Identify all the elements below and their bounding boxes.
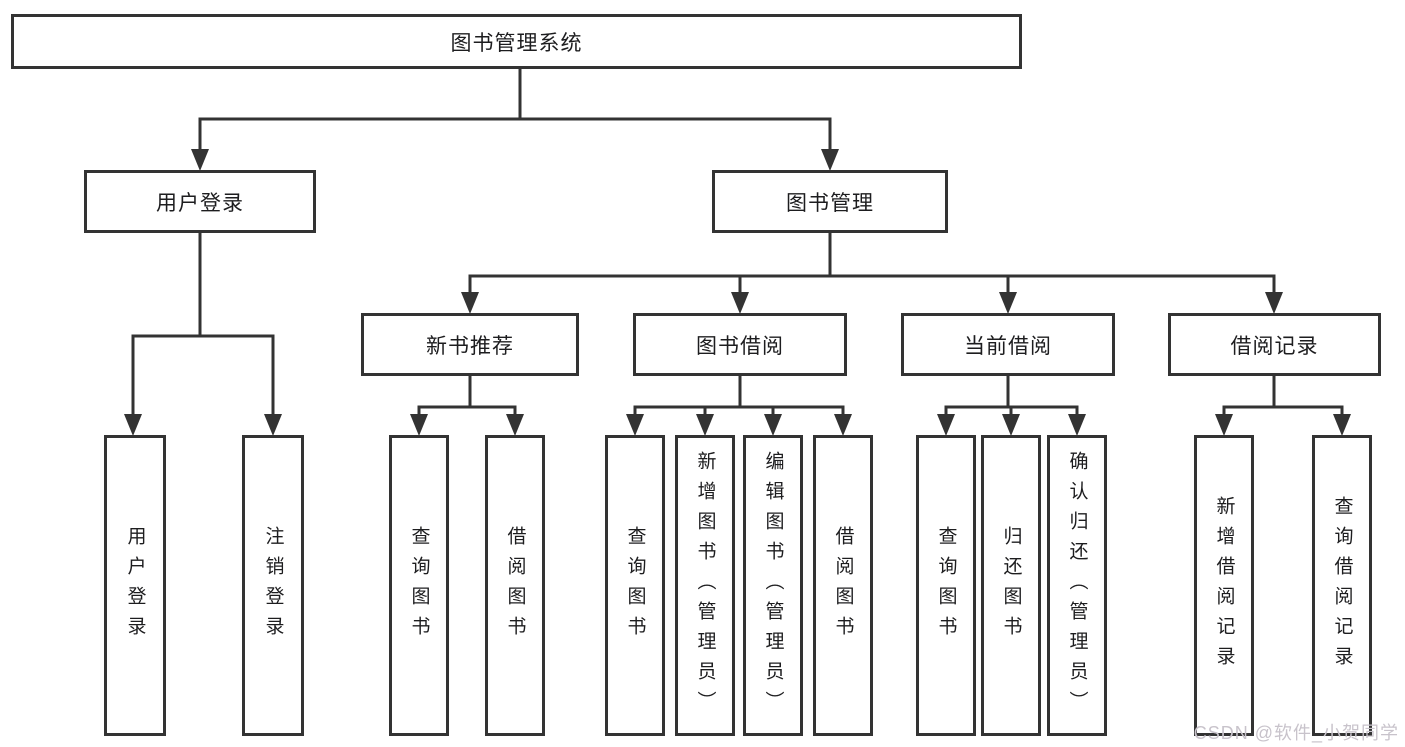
node-user-login: 用户登录 xyxy=(84,170,316,233)
node-new-book-recommend: 新书推荐 xyxy=(361,313,579,376)
node-current-borrow-label: 当前借阅 xyxy=(964,334,1052,358)
arrowheads xyxy=(124,149,1351,436)
leaf-recommend-query-book: 查询图书 xyxy=(389,435,449,736)
leaf-current-query-book-label: 查询图书 xyxy=(935,525,957,646)
leaf-borrow-add-book: 新增图书（管理员） xyxy=(675,435,735,736)
leaf-record-add-label: 新增借阅记录 xyxy=(1213,495,1235,676)
leaf-logout: 注销登录 xyxy=(242,435,304,736)
node-new-book-recommend-label: 新书推荐 xyxy=(426,334,514,358)
leaf-logout-label: 注销登录 xyxy=(262,525,284,646)
leaf-current-query-book: 查询图书 xyxy=(916,435,976,736)
leaf-current-return-book-label: 归还图书 xyxy=(1000,525,1022,646)
node-borrow-record: 借阅记录 xyxy=(1168,313,1381,376)
leaf-borrow-borrow-book-label: 借阅图书 xyxy=(832,525,854,646)
leaf-current-return-book: 归还图书 xyxy=(981,435,1041,736)
leaf-record-add: 新增借阅记录 xyxy=(1194,435,1254,736)
leaf-borrow-borrow-book: 借阅图书 xyxy=(813,435,873,736)
node-book-borrow-label: 图书借阅 xyxy=(696,334,784,358)
leaf-current-confirm-return: 确认归还（管理员） xyxy=(1047,435,1107,736)
leaf-borrow-add-book-label: 新增图书（管理员） xyxy=(694,450,716,721)
leaf-record-query-label: 查询借阅记录 xyxy=(1331,495,1353,676)
leaf-recommend-borrow-book-label: 借阅图书 xyxy=(504,525,526,646)
node-book-management-label: 图书管理 xyxy=(786,191,874,215)
node-root: 图书管理系统 xyxy=(11,14,1022,69)
node-borrow-record-label: 借阅记录 xyxy=(1230,334,1319,358)
csdn-watermark: CSDN @软件_小贺同学 xyxy=(1193,723,1399,743)
leaf-borrow-query-book: 查询图书 xyxy=(605,435,665,736)
node-book-management: 图书管理 xyxy=(712,170,948,233)
leaf-user-login-label: 用户登录 xyxy=(124,525,146,646)
node-root-label: 图书管理系统 xyxy=(450,31,583,55)
leaf-recommend-borrow-book: 借阅图书 xyxy=(485,435,545,736)
leaf-recommend-query-book-label: 查询图书 xyxy=(408,525,430,646)
leaf-record-query: 查询借阅记录 xyxy=(1312,435,1372,736)
leaf-borrow-edit-book: 编辑图书（管理员） xyxy=(743,435,803,736)
leaf-current-confirm-return-label: 确认归还（管理员） xyxy=(1066,450,1088,721)
leaf-borrow-edit-book-label: 编辑图书（管理员） xyxy=(762,450,784,721)
leaf-borrow-query-book-label: 查询图书 xyxy=(624,525,646,646)
node-book-borrow: 图书借阅 xyxy=(633,313,847,376)
node-current-borrow: 当前借阅 xyxy=(901,313,1115,376)
leaf-user-login: 用户登录 xyxy=(104,435,166,736)
node-user-login-label: 用户登录 xyxy=(156,191,244,215)
